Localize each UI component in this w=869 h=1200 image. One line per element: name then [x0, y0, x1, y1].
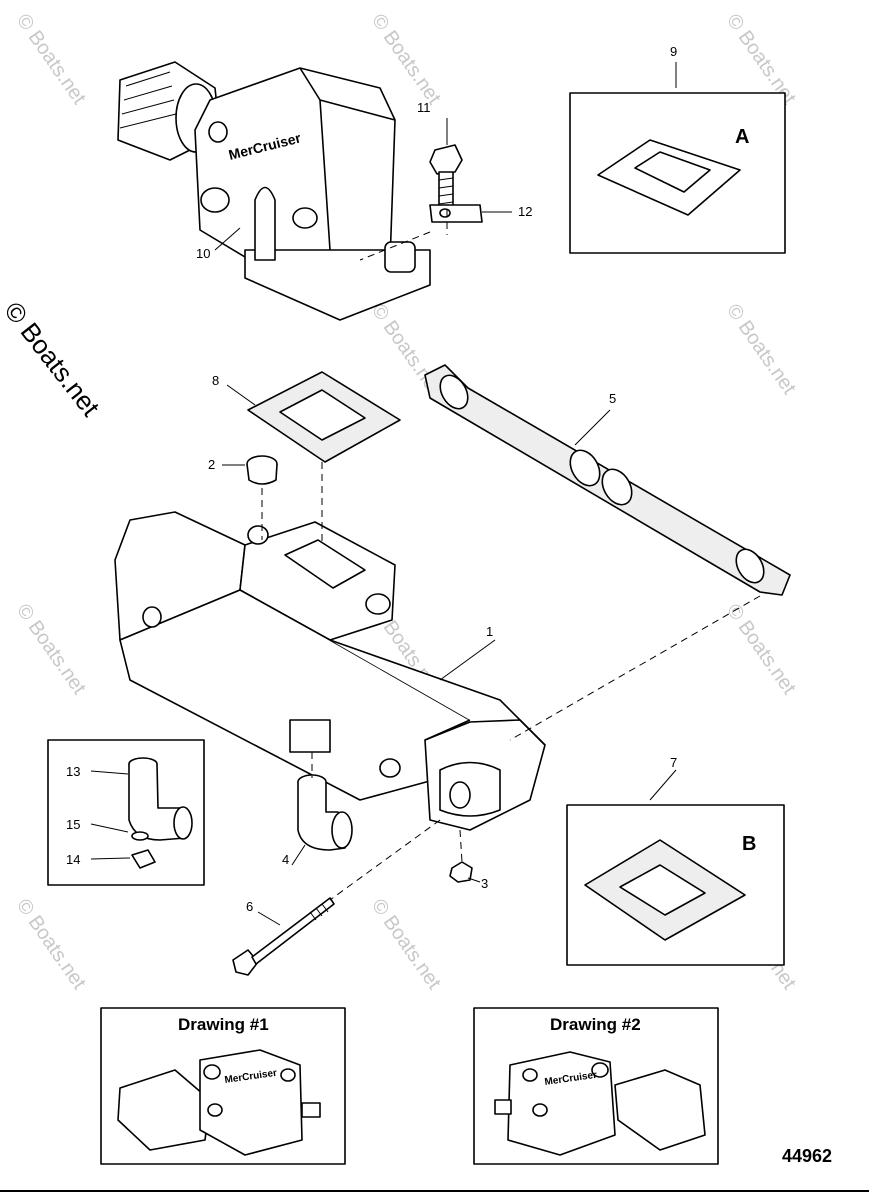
- callout-13: 13: [66, 764, 81, 779]
- drawing-2-elbow: MerCruiser: [494, 1051, 706, 1156]
- pipe-plug: [246, 455, 278, 485]
- manifold-gasket: [424, 364, 791, 596]
- exhaust-manifold: [114, 511, 546, 831]
- callout-11: 11: [417, 100, 431, 115]
- hose-elbow-fitting: [297, 774, 353, 851]
- bolt: [429, 144, 463, 211]
- callout-3: 3: [481, 876, 489, 891]
- callout-7: 7: [670, 755, 678, 770]
- stud-bolt: [232, 897, 335, 976]
- callout-5: 5: [609, 391, 617, 406]
- callout-12: 12: [518, 204, 533, 219]
- drawing-1-title: Drawing #1: [178, 1015, 269, 1034]
- bottom-rule: [0, 1190, 869, 1192]
- inset-a-label: A: [735, 126, 750, 148]
- drain-plug: [131, 849, 156, 869]
- callout-8: 8: [212, 373, 220, 388]
- inset-b-label: B: [742, 833, 757, 855]
- drawing-2-title: Drawing #2: [550, 1015, 641, 1034]
- nut: [449, 861, 473, 883]
- callout-10: 10: [196, 246, 211, 261]
- drawing-1-elbow: MerCruiser: [117, 1049, 321, 1156]
- o-ring: [131, 831, 149, 841]
- callout-15: 15: [66, 817, 81, 832]
- callout-4: 4: [282, 852, 290, 867]
- exhaust-elbow: MerCruiser: [117, 61, 431, 321]
- clamp: [429, 204, 483, 223]
- callout-9: 9: [670, 44, 678, 59]
- callout-1: 1: [486, 624, 494, 639]
- document-id: 44962: [782, 1146, 833, 1166]
- callout-14: 14: [66, 852, 81, 867]
- callout-2: 2: [208, 457, 216, 472]
- callout-6: 6: [246, 899, 254, 914]
